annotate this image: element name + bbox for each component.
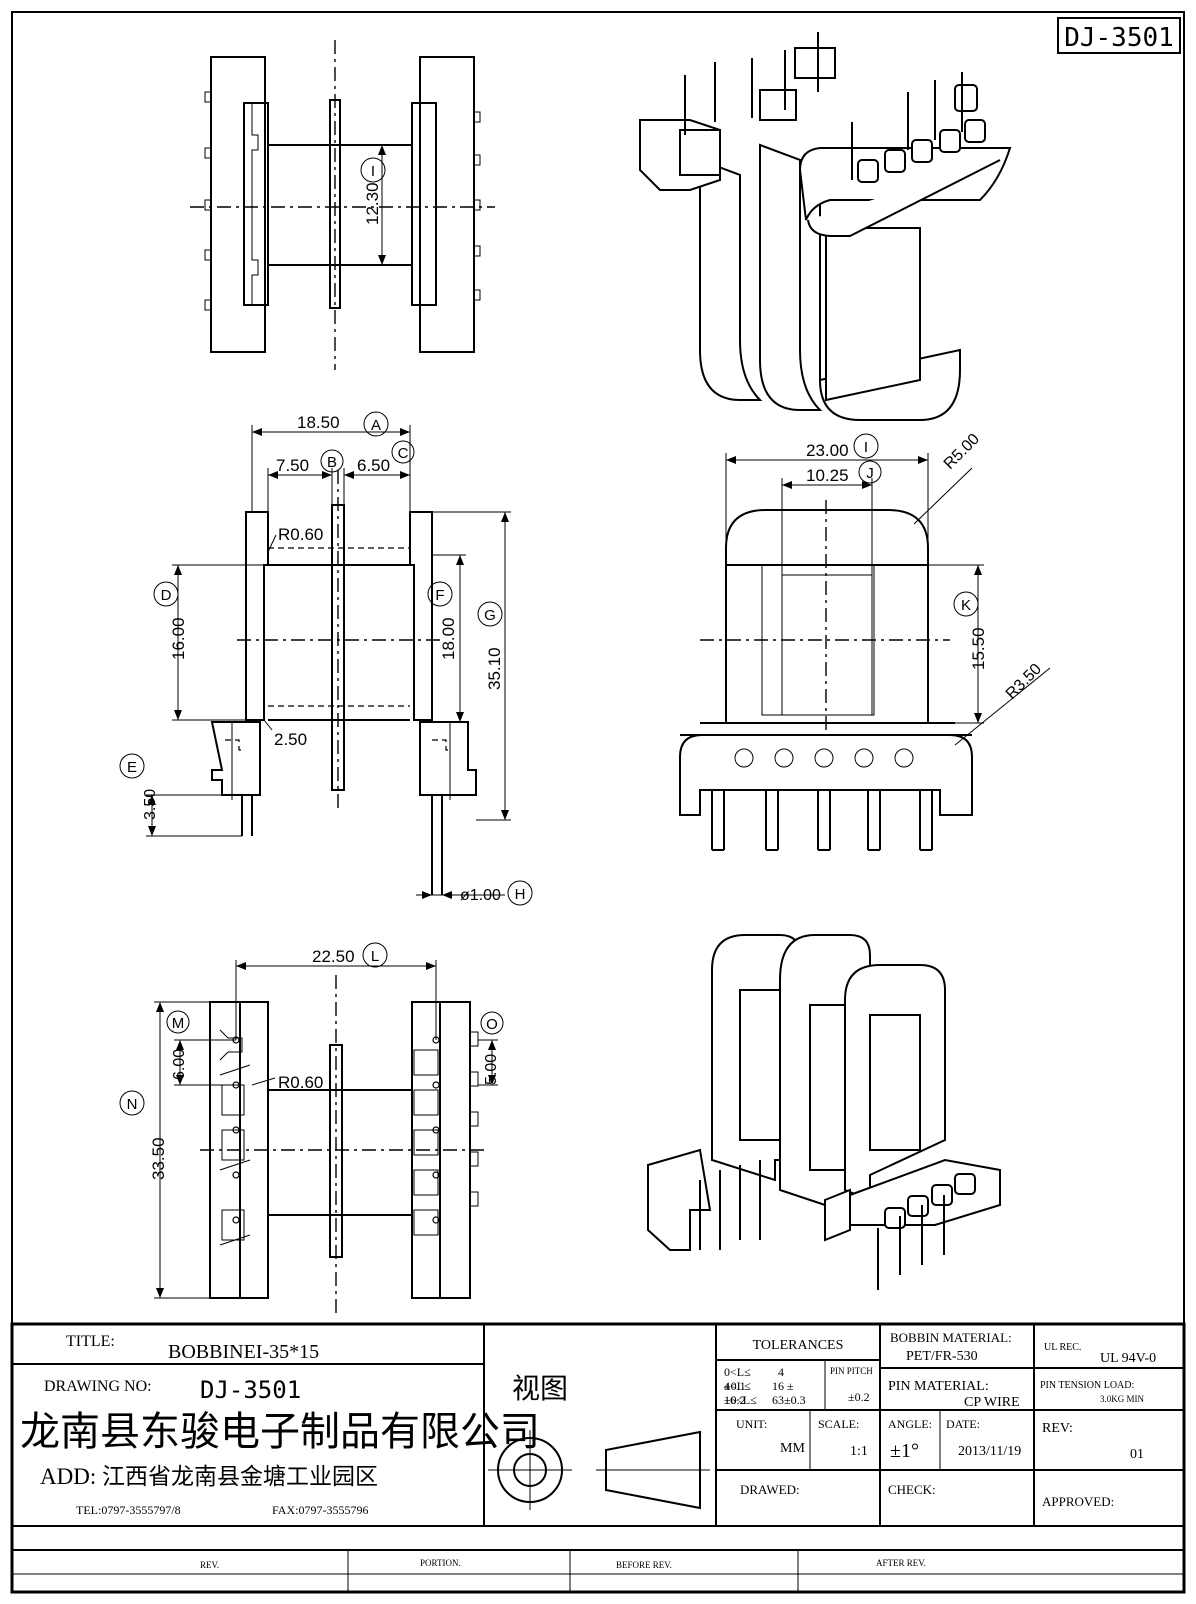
view-label: 视图 [512,1373,568,1405]
balloon-N: N [127,1096,138,1113]
bottom-portion: PORTION. [420,1558,461,1568]
view-top-plan: 12.30 I [190,40,495,370]
dim-10-25: 10.25 [806,466,849,485]
dim-r060: R0.60 [278,525,323,544]
date-value: 2013/11/19 [958,1444,1021,1459]
dim-18-00: 18.00 [439,617,458,660]
company-address: ADD: 江西省龙南县金塘工业园区 [40,1464,378,1489]
title-block: TITLE: BOBBINEI-35*15 DRAWING NO: DJ-350… [10,1322,1186,1594]
balloon-I-top: I [371,163,375,180]
balloon-F: F [435,587,444,604]
balloon-L: L [371,948,379,965]
tol-r2c: ±0.1 [724,1379,746,1393]
bottom-rev: REV. [200,1560,219,1570]
dim-23-00: 23.00 [806,441,849,460]
approved-label: APPROVED: [1042,1494,1114,1509]
dim-r500: R5.00 [941,431,983,473]
balloon-D: D [161,587,172,604]
view-isometric-top [639,32,1012,421]
view-bottom-plan: 22.50 L 6.00 M R0.60 5.00 O 33.50 N [119,942,504,1315]
rev-value: 01 [1130,1447,1144,1462]
title-value: BOBBINEI-35*15 [168,1341,319,1363]
tol-r3c: ±0.2 [724,1393,746,1407]
dim-r060b: R0.60 [278,1073,323,1092]
dim-2-50: 2.50 [274,730,307,749]
tolerances-label: TOLERANCES [753,1338,844,1353]
pin-pitch-label: PIN PITCH [830,1366,873,1376]
view-isometric-bottom [647,934,1001,1290]
balloon-C: C [398,445,409,462]
tol-r3a: 16<L≤ [724,1393,757,1407]
ul-rec-value: UL 94V-0 [1100,1351,1156,1366]
title-label: TITLE: [66,1333,115,1350]
angle-label: ANGLE: [888,1417,932,1431]
unit-label: UNIT: [736,1417,767,1431]
angle-value: ±1° [890,1440,919,1462]
view-side-elevation: 23.00 I 10.25 J R5.00 15.50 K R3.50 [679,431,1051,851]
pin-tension-value: 3.0KG MIN [1100,1394,1144,1404]
bobbin-material-value: PET/FR-530 [906,1349,978,1364]
balloon-B: B [327,454,337,471]
tol-r3b: 63±0.3 [772,1393,806,1407]
dim-7-50: 7.50 [276,456,309,475]
dim-35-10: 35.10 [485,647,504,690]
company-fax: FAX:0797-3555796 [272,1503,368,1517]
tol-r2b: 16 ± [772,1379,794,1393]
dim-phi100: ø1.00 [460,887,501,904]
tol-r1a: 0<L≤ [724,1365,751,1379]
balloon-E: E [127,759,137,776]
dim-16-00: 16.00 [169,617,188,660]
dim-33-50: 33.50 [149,1137,168,1180]
drawing-no-value: DJ-3501 [200,1376,301,1404]
balloon-M: M [172,1015,185,1032]
dim-r350: R3.50 [1003,661,1045,703]
bottom-after-rev: AFTER REV. [876,1558,926,1568]
pin-tension-label: PIN TENSION LOAD: [1040,1380,1134,1391]
drawing-code-box: DJ-3501 [1057,17,1181,54]
scale-label: SCALE: [818,1417,859,1431]
third-angle-projection-symbol [488,1430,710,1510]
pin-pitch-value: ±0.2 [848,1390,870,1404]
dim-6-00: 6.00 [171,1049,188,1080]
drawing-no-label: DRAWING NO: [44,1378,152,1395]
bottom-before-rev: BEFORE REV. [616,1560,672,1570]
pin-material-label: PIN MATERIAL: [888,1379,989,1394]
dim-18-50: 18.50 [297,413,340,432]
dim-3-50: 3.50 [142,789,159,820]
balloon-J: J [866,465,874,482]
dim-22-50: 22.50 [312,947,355,966]
view-front-elevation: 18.50 A 7.50 B 6.50 C R0.60 16.00 D 18.0… [119,411,533,906]
bobbin-material-label: BOBBIN MATERIAL: [890,1330,1012,1345]
dim-5-00: 5.00 [483,1054,500,1085]
balloon-A: A [371,417,381,434]
balloon-G: G [484,607,496,624]
balloon-O: O [486,1016,498,1033]
tol-r1b: 4 [778,1365,784,1379]
pin-material-value: CP WIRE [964,1395,1020,1410]
balloon-I: I [864,439,868,456]
dim-15-50: 15.50 [969,627,988,670]
check-label: CHECK: [888,1482,936,1497]
scale-value: 1:1 [850,1444,868,1459]
tol-r2a: 4<L≤ [724,1379,751,1393]
unit-value: MM [780,1441,805,1456]
company-tel: TEL:0797-3555797/8 [76,1503,181,1517]
drawing-code-text: DJ-3501 [1064,23,1174,53]
balloon-K: K [961,597,971,614]
dim-12-30: 12.30 [363,182,382,225]
balloon-H: H [515,886,526,903]
rev-label: REV: [1042,1421,1073,1436]
drawed-label: DRAWED: [740,1482,800,1497]
company-name: 龙南县东骏电子制品有限公司 [20,1409,540,1454]
dim-6-50: 6.50 [357,456,390,475]
ul-rec-label: UL REC. [1044,1342,1081,1353]
date-label: DATE: [946,1417,980,1431]
